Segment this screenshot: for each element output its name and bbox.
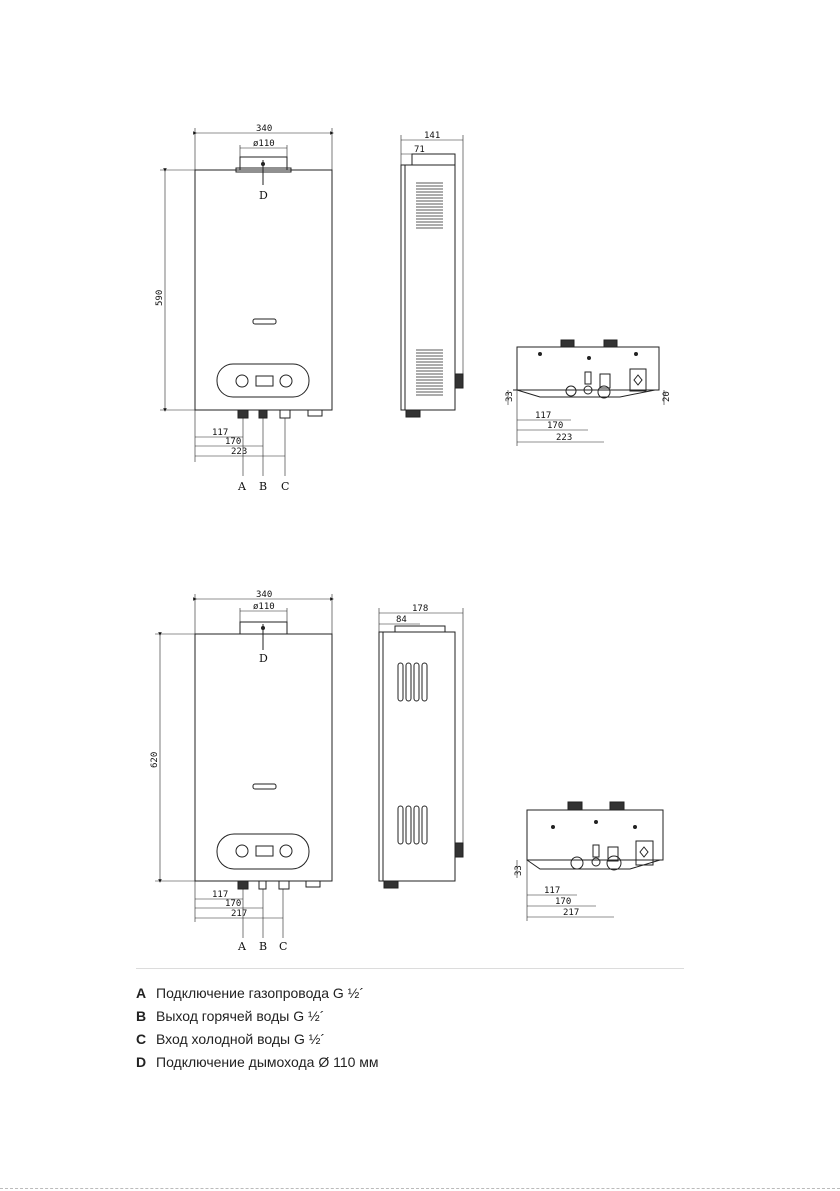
legend-text: Подключение газопровода G ½´ bbox=[156, 985, 364, 1001]
legend-letter: D bbox=[136, 1051, 156, 1074]
bottom-left-dim-2: 33 bbox=[514, 865, 524, 876]
height-dim-2: 620 bbox=[150, 752, 160, 768]
offset-dim-2: 84 bbox=[396, 615, 407, 625]
display bbox=[256, 376, 273, 386]
bottom-dim-1b: 170 bbox=[225, 437, 241, 447]
bottom-body bbox=[527, 810, 663, 860]
right-knob bbox=[280, 375, 292, 387]
bottom-view-dim-2a: 117 bbox=[544, 886, 560, 896]
height-dim-1: 590 bbox=[155, 290, 165, 306]
width-dim-2: 340 bbox=[256, 590, 272, 600]
width-dim-1: 340 bbox=[256, 124, 272, 134]
heater-body bbox=[195, 634, 332, 881]
label-a-2: A bbox=[237, 940, 247, 953]
flue-label-2: D bbox=[259, 652, 268, 665]
left-knob bbox=[236, 845, 248, 857]
side-view-2-labels: 178 84 bbox=[396, 604, 428, 625]
bottom-dim-2c: 217 bbox=[231, 909, 247, 919]
side-view-1 bbox=[401, 135, 463, 417]
label-b-1: B bbox=[259, 480, 267, 493]
label-c-1: C bbox=[281, 480, 289, 493]
legend-letter: C bbox=[136, 1028, 156, 1051]
bottom-view-dim-1a: 117 bbox=[535, 411, 551, 421]
legend-text: Выход горячей воды G ½´ bbox=[156, 1008, 324, 1024]
control-panel bbox=[217, 364, 309, 397]
bottom-right-dim-1: 20 bbox=[662, 391, 672, 402]
brand-logo bbox=[253, 784, 276, 789]
heater-body bbox=[195, 170, 332, 410]
side-view-2 bbox=[379, 608, 463, 888]
brand-logo bbox=[253, 319, 276, 324]
legend-letter: A bbox=[136, 982, 156, 1005]
legend-letter: B bbox=[136, 1005, 156, 1028]
bottom-view-2 bbox=[517, 802, 663, 921]
label-b-2: B bbox=[259, 940, 267, 953]
flue-label-1: D bbox=[259, 189, 268, 202]
page-bottom-border bbox=[0, 1188, 840, 1189]
bottom-left-dim-1: 33 bbox=[505, 391, 515, 402]
right-knob bbox=[280, 845, 292, 857]
bottom-view-2-labels: 33 117 170 217 bbox=[514, 865, 579, 918]
flue-dim-2: ø110 bbox=[253, 602, 275, 612]
front-view-2-labels: 340 ø110 D 620 117 170 217 A B C bbox=[150, 590, 287, 953]
bottom-view-1-labels: 33 20 117 170 223 bbox=[505, 391, 672, 443]
depth-dim-1: 141 bbox=[424, 131, 440, 141]
flue-dim-1: ø110 bbox=[253, 139, 275, 149]
display bbox=[256, 846, 273, 856]
bottom-view-dim-2b: 170 bbox=[555, 897, 571, 907]
legend-text: Вход холодной воды G ½´ bbox=[156, 1031, 325, 1047]
side-body bbox=[405, 165, 455, 410]
bottom-dim-2b: 170 bbox=[225, 899, 241, 909]
bottom-dim-1c: 223 bbox=[231, 447, 247, 457]
side-view-1-labels: 141 71 bbox=[414, 131, 440, 155]
bottom-view-dim-2c: 217 bbox=[563, 908, 579, 918]
depth-dim-2: 178 bbox=[412, 604, 428, 614]
label-c-2: C bbox=[279, 940, 287, 953]
legend-divider bbox=[136, 968, 684, 969]
bottom-view-1 bbox=[508, 340, 664, 446]
legend-text: Подключение дымохода Ø 110 мм bbox=[156, 1054, 379, 1070]
front-view-2 bbox=[155, 594, 332, 938]
label-a-1: A bbox=[237, 480, 247, 493]
front-view-1-labels: 340 ø110 D 590 117 170 223 A B C bbox=[155, 124, 289, 493]
bottom-view-dim-1b: 170 bbox=[547, 421, 563, 431]
offset-dim-1: 71 bbox=[414, 145, 425, 155]
front-view-1 bbox=[160, 128, 332, 476]
left-knob bbox=[236, 375, 248, 387]
bottom-view-dim-1c: 223 bbox=[556, 433, 572, 443]
control-panel bbox=[217, 834, 309, 869]
